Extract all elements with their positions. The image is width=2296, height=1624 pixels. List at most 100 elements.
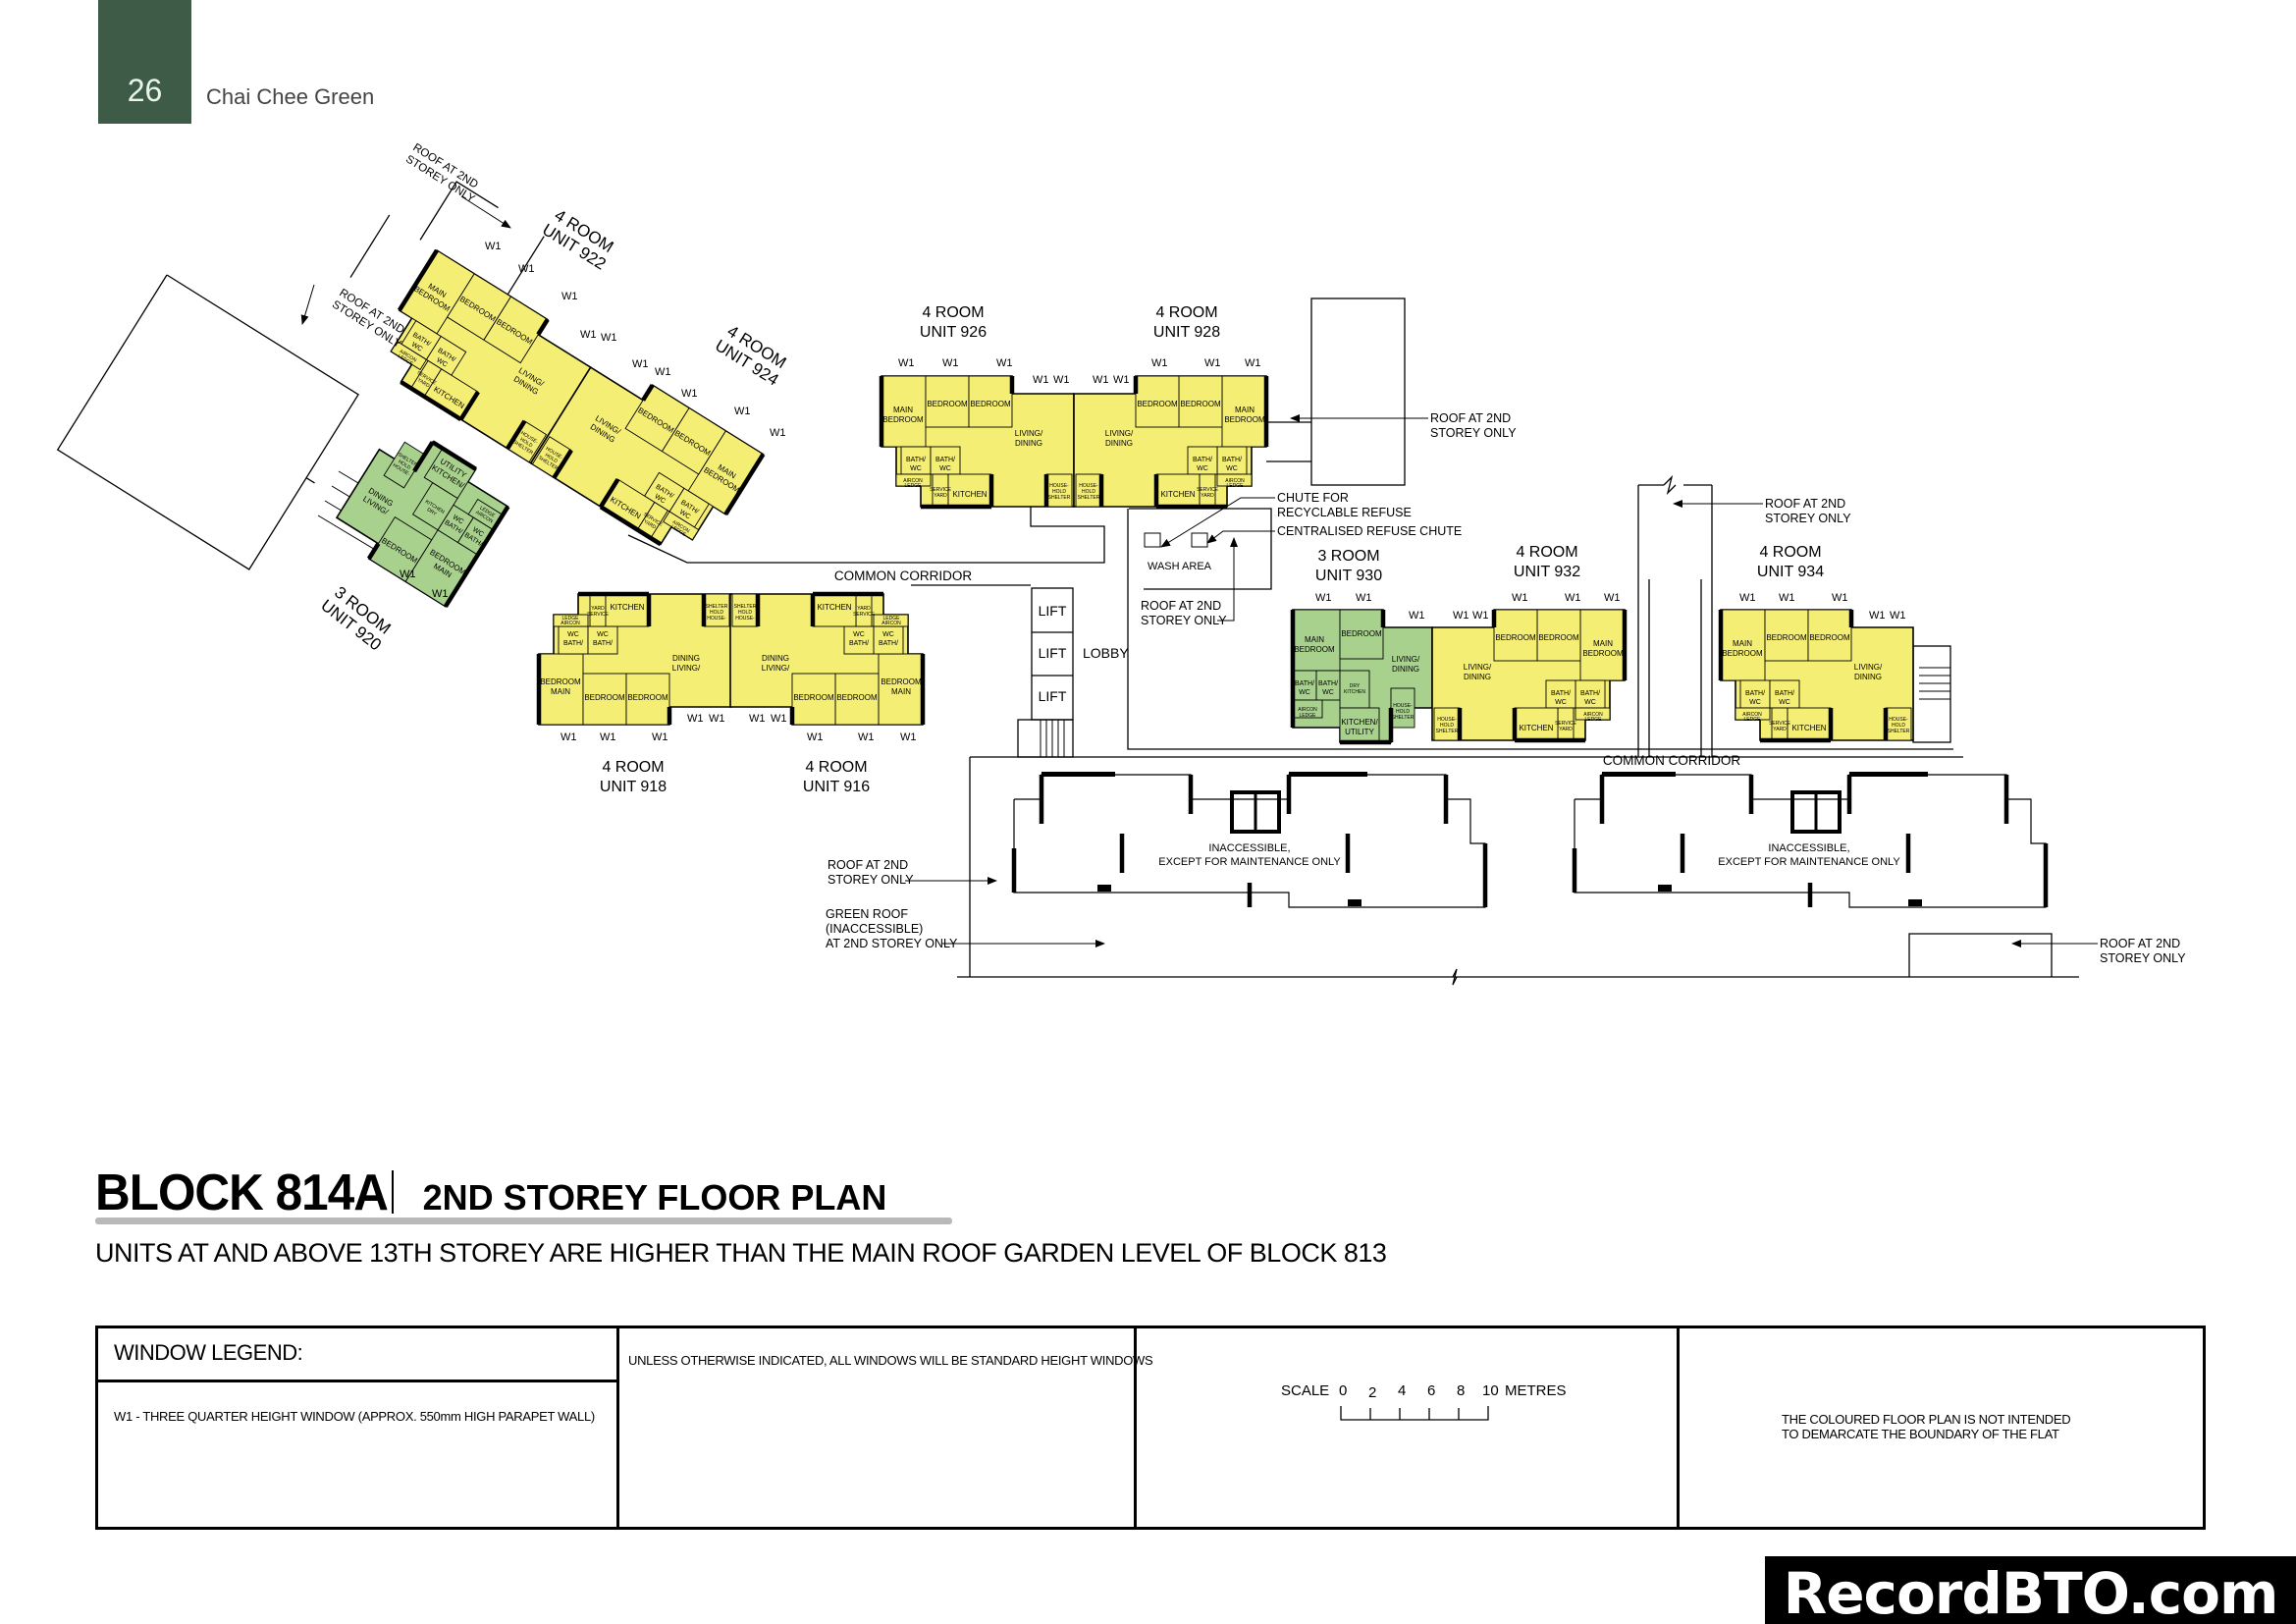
room xyxy=(731,593,759,627)
room-label: WC xyxy=(853,631,865,638)
room-label: LEDGE xyxy=(883,616,901,622)
unit-type-label: 4 ROOM xyxy=(1759,544,1821,561)
wall xyxy=(1602,772,1676,777)
wash-area-label: WASH AREA xyxy=(1148,561,1212,572)
room xyxy=(1315,670,1341,701)
room-label: BEDROOM xyxy=(970,400,1011,408)
room-label: BEDROOM xyxy=(1224,415,1265,424)
window-w1-label: W1 xyxy=(1053,374,1070,386)
room-label: SHELTER xyxy=(1048,495,1071,501)
window-w1-label: W1 xyxy=(561,731,577,743)
window-w1-label: W1 xyxy=(400,568,416,580)
window-legend-column: WINDOW LEGEND: W1 - THREE QUARTER HEIGHT… xyxy=(98,1328,619,1527)
roof-label: ROOF AT 2ND xyxy=(828,858,908,872)
unit-number-label: UNIT 918 xyxy=(600,779,667,795)
rotated-3room: MAINBEDROOMBEDROOMLIVING/DININGBATH/WCBA… xyxy=(335,440,510,608)
room-label: BATH/ xyxy=(1193,457,1212,463)
room-label: WC xyxy=(910,465,922,472)
room-label: BEDROOM xyxy=(1722,649,1763,658)
scale-tick-label: 4 xyxy=(1398,1382,1407,1399)
room-label: LEDGE xyxy=(1585,717,1603,723)
inaccessible-label: INACCESSIBLE, xyxy=(1208,842,1290,854)
room-label: DINING xyxy=(1464,673,1491,681)
room-label: BEDROOM xyxy=(1582,649,1624,658)
roof-label: STOREY ONLY xyxy=(1430,426,1517,440)
scale-tick-label: 0 xyxy=(1339,1382,1348,1399)
room xyxy=(925,375,970,428)
room-label: MAIN xyxy=(893,406,913,414)
unit-number-label: UNIT 928 xyxy=(1153,324,1220,341)
room-label: KITCHEN xyxy=(1160,490,1195,499)
room-label: BEDROOM xyxy=(1495,633,1536,642)
room xyxy=(368,515,433,582)
window-w1-label: W1 xyxy=(807,731,824,743)
unit-number-label: UNIT 932 xyxy=(1514,564,1580,580)
room-label: KITCHEN xyxy=(610,603,644,612)
room-label: BATH/ xyxy=(1745,690,1765,697)
room-label: SERVICE xyxy=(930,487,952,493)
room-label: SERVICE xyxy=(587,612,610,618)
roof-blocks xyxy=(1011,772,2049,908)
room-label: MAIN xyxy=(1305,635,1324,644)
room-label: BEDROOM xyxy=(540,677,581,686)
corridor-line xyxy=(627,507,1105,564)
room-label: BATH/ xyxy=(906,457,926,463)
room-label: HOUSE- xyxy=(1049,483,1069,489)
window-w1-label: W1 xyxy=(1604,592,1621,604)
room-label: WC xyxy=(597,631,609,638)
scale-tick-label: 8 xyxy=(1457,1382,1466,1399)
divider xyxy=(98,1380,616,1382)
scale-ruler xyxy=(1340,1406,1489,1421)
room xyxy=(587,625,618,655)
column xyxy=(1908,899,1922,906)
room-label: SERVICE xyxy=(853,612,876,618)
room-label: BEDROOM xyxy=(1341,629,1382,638)
room-label: BATH/ xyxy=(1318,680,1338,687)
wall xyxy=(599,505,663,547)
room-label: SHELTER xyxy=(1888,729,1910,734)
wall xyxy=(641,384,655,402)
room xyxy=(900,446,932,475)
room-label: HOUSE- xyxy=(735,616,755,622)
roof-label: STOREY ONLY xyxy=(1141,614,1227,627)
room-label: WC xyxy=(1299,689,1310,696)
window-w1-label: W1 xyxy=(518,263,535,275)
room-label: BEDROOM xyxy=(1294,645,1335,654)
roof-label: ROOF AT 2ND xyxy=(1141,599,1221,613)
scale-unit: METRES xyxy=(1505,1382,1567,1399)
room-label: DINING xyxy=(1105,439,1133,448)
unit-number-label: UNIT 926 xyxy=(920,324,987,341)
room-label: BEDROOM xyxy=(1766,633,1807,642)
room-label: KITCHEN xyxy=(1519,724,1553,732)
room xyxy=(1187,446,1218,475)
room xyxy=(1575,707,1611,721)
unit-number-label: UNIT 930 xyxy=(1315,568,1382,584)
w1-definition: W1 - THREE QUARTER HEIGHT WINDOW (APPROX… xyxy=(114,1409,595,1424)
window-w1-label: W1 xyxy=(632,358,649,370)
window-w1-label: W1 xyxy=(1245,357,1261,369)
room-label: BEDROOM xyxy=(1538,633,1579,642)
window-w1-label: W1 xyxy=(709,713,725,725)
standard-window-note: UNLESS OTHERWISE INDICATED, ALL WINDOWS … xyxy=(628,1353,1153,1368)
roof-label: STOREY ONLY xyxy=(1765,512,1851,525)
roof-label: ROOF AT 2ND xyxy=(2100,937,2180,950)
room-label: LIVING/ xyxy=(1015,429,1043,438)
window-w1-label: W1 xyxy=(561,291,578,302)
legend-box: WINDOW LEGEND: W1 - THREE QUARTER HEIGHT… xyxy=(95,1326,2206,1530)
window-w1-label: W1 xyxy=(1512,592,1528,604)
room-label: WC xyxy=(1749,699,1761,706)
unit-type-label: 3 ROOM xyxy=(1317,548,1379,565)
window-w1-label: W1 xyxy=(734,406,751,417)
room-label: BEDROOM xyxy=(1137,400,1178,408)
room-label: YARD xyxy=(857,606,871,612)
window-w1-label: W1 xyxy=(655,366,671,378)
room-label: LEDGE xyxy=(562,616,580,622)
room-label: LIVING/ xyxy=(1854,663,1883,672)
room-label: AIRCON xyxy=(903,478,923,484)
inaccessible-label: EXCEPT FOR MAINTENANCE ONLY xyxy=(1718,856,1900,868)
unit-type-label: 4 ROOM xyxy=(602,759,664,776)
wall xyxy=(599,477,620,509)
common-corridor-label: COMMON CORRIDOR xyxy=(834,568,972,583)
